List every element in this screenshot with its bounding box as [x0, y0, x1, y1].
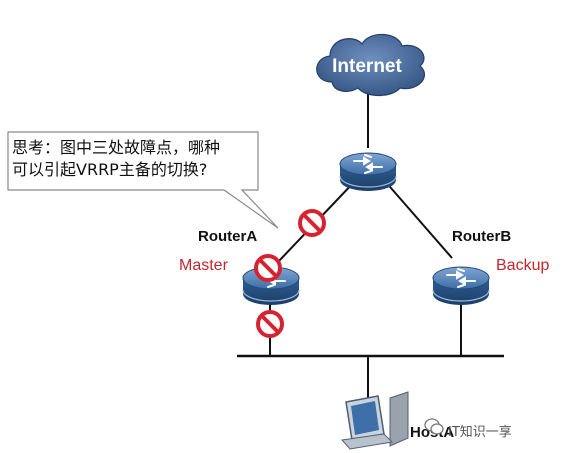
wechat-icon — [424, 418, 444, 435]
internet-cloud-icon — [316, 33, 426, 97]
core-router-icon — [339, 152, 397, 192]
routerA-name: RouterA — [198, 228, 258, 245]
core-routerB-link — [383, 179, 453, 259]
routerB-name: RouterB — [452, 228, 512, 245]
routerA-role: Master — [179, 257, 228, 274]
routerB-role: Backup — [496, 257, 550, 274]
fault-marker-lan-icon — [256, 310, 284, 338]
callout-line-2: 可以引起VRRP主备的切换? — [12, 160, 208, 179]
watermark-text: IT知识一享 — [448, 425, 512, 440]
routerB-icon — [432, 266, 490, 306]
fault-marker-link-icon — [298, 209, 326, 237]
callout-line-1: 思考：图中三处故障点，哪种 — [12, 138, 221, 157]
thought-callout-text: 思考：图中三处故障点，哪种 可以引起VRRP主备的切换? — [12, 137, 257, 181]
internet-label: Internet — [332, 56, 402, 77]
thought-callout-box — [7, 131, 279, 229]
host-computer-icon — [341, 391, 409, 450]
fault-marker-router-icon — [254, 254, 282, 282]
